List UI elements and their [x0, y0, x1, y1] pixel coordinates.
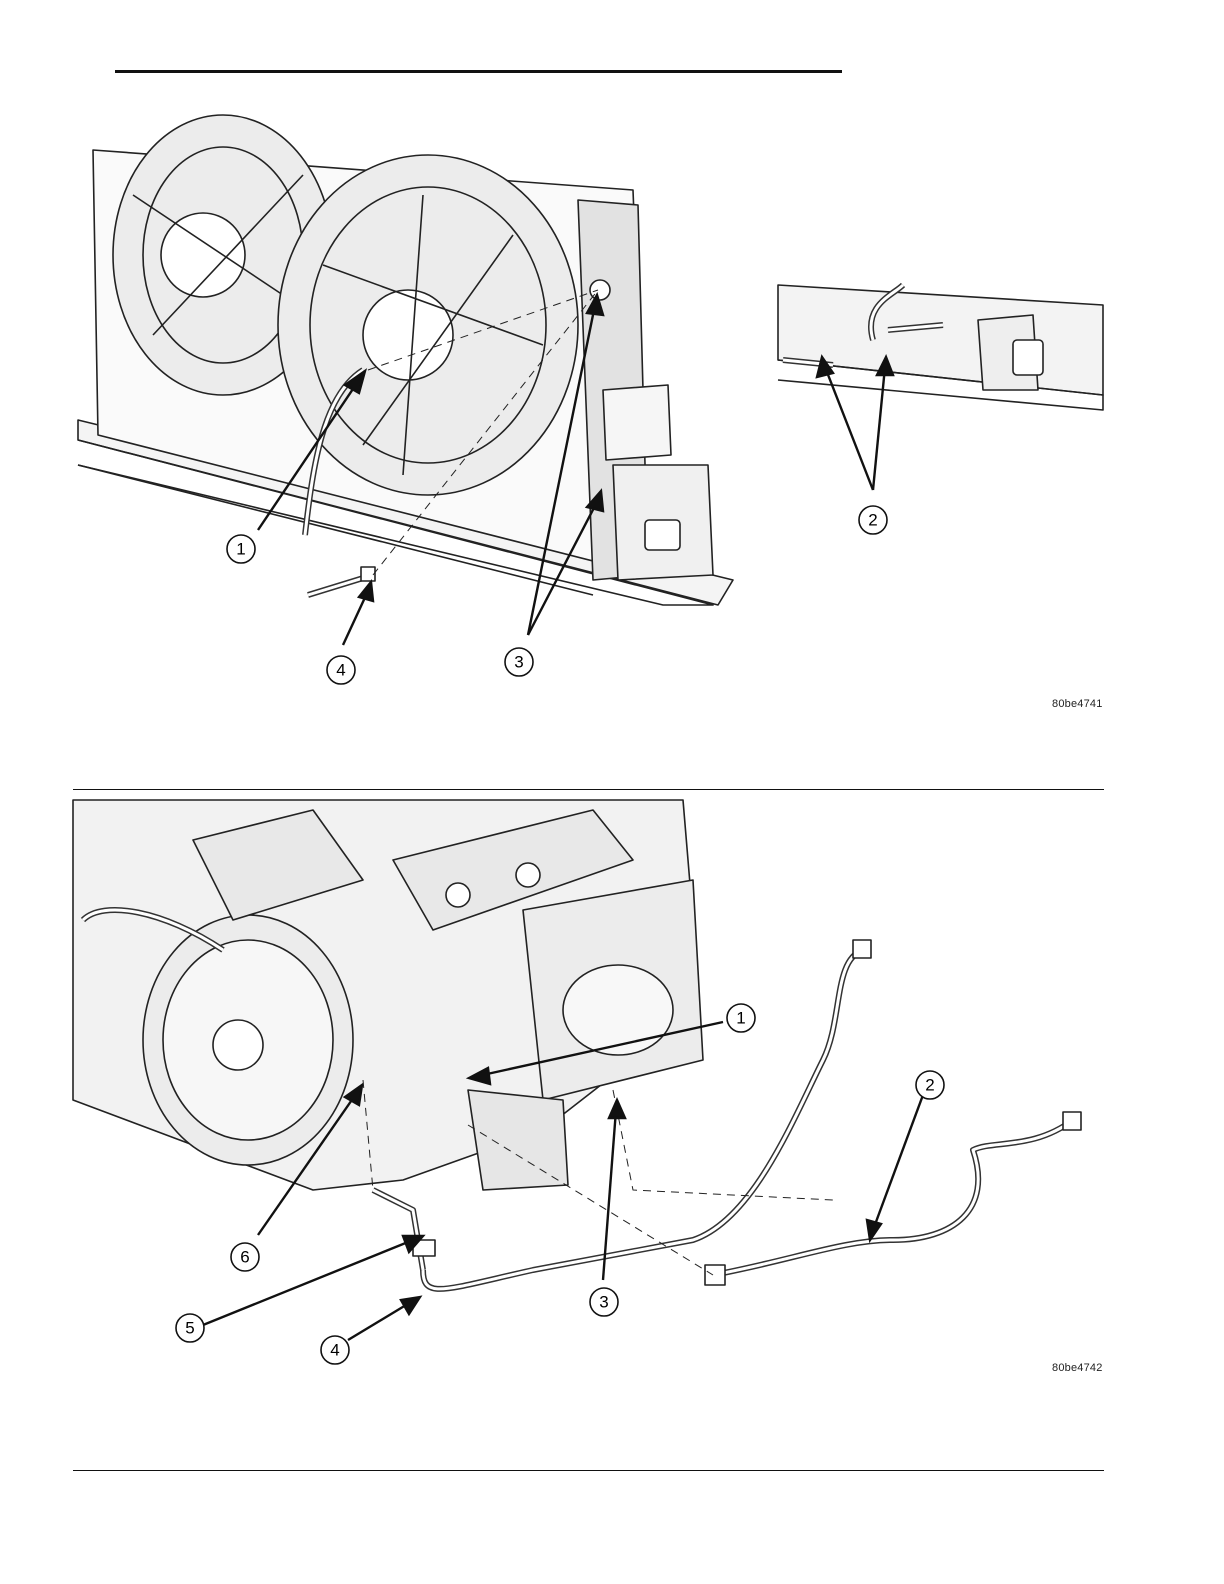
svg-text:2: 2 [868, 511, 877, 530]
callout-2: 2 [859, 506, 887, 534]
callout-3: 3 [505, 648, 533, 676]
callout-2: 2 [916, 1071, 944, 1099]
footer-rule [73, 1470, 1104, 1471]
svg-text:4: 4 [330, 1341, 339, 1360]
callout-4: 4 [327, 656, 355, 684]
svg-text:5: 5 [185, 1319, 194, 1338]
figure-id-label: 80be4742 [1052, 1362, 1103, 1374]
callout-3: 3 [590, 1288, 618, 1316]
callout-5: 5 [176, 1314, 204, 1342]
engine-illustration: 1 2 3 4 5 6 [73, 800, 1113, 1380]
svg-text:1: 1 [236, 540, 245, 559]
radiator-illustration: 1 2 3 4 [73, 135, 1113, 715]
figure-id-label: 80be4741 [1052, 698, 1103, 710]
callout-6: 6 [231, 1243, 259, 1271]
callout-1: 1 [227, 535, 255, 563]
section-divider [73, 789, 1104, 790]
svg-text:1: 1 [736, 1009, 745, 1028]
svg-text:3: 3 [599, 1293, 608, 1312]
svg-text:4: 4 [336, 661, 345, 680]
callout-4: 4 [321, 1336, 349, 1364]
inset-illustration [778, 285, 1103, 410]
header-rule [115, 70, 842, 73]
callout-1: 1 [727, 1004, 755, 1032]
figure-radiator-cooler-lines: 1 2 3 4 80be4741 [73, 135, 1113, 715]
svg-text:2: 2 [925, 1076, 934, 1095]
figure-engine-cooler-lines: 1 2 3 4 5 6 80be4742 [73, 800, 1113, 1380]
svg-text:3: 3 [514, 653, 523, 672]
svg-text:6: 6 [240, 1248, 249, 1267]
